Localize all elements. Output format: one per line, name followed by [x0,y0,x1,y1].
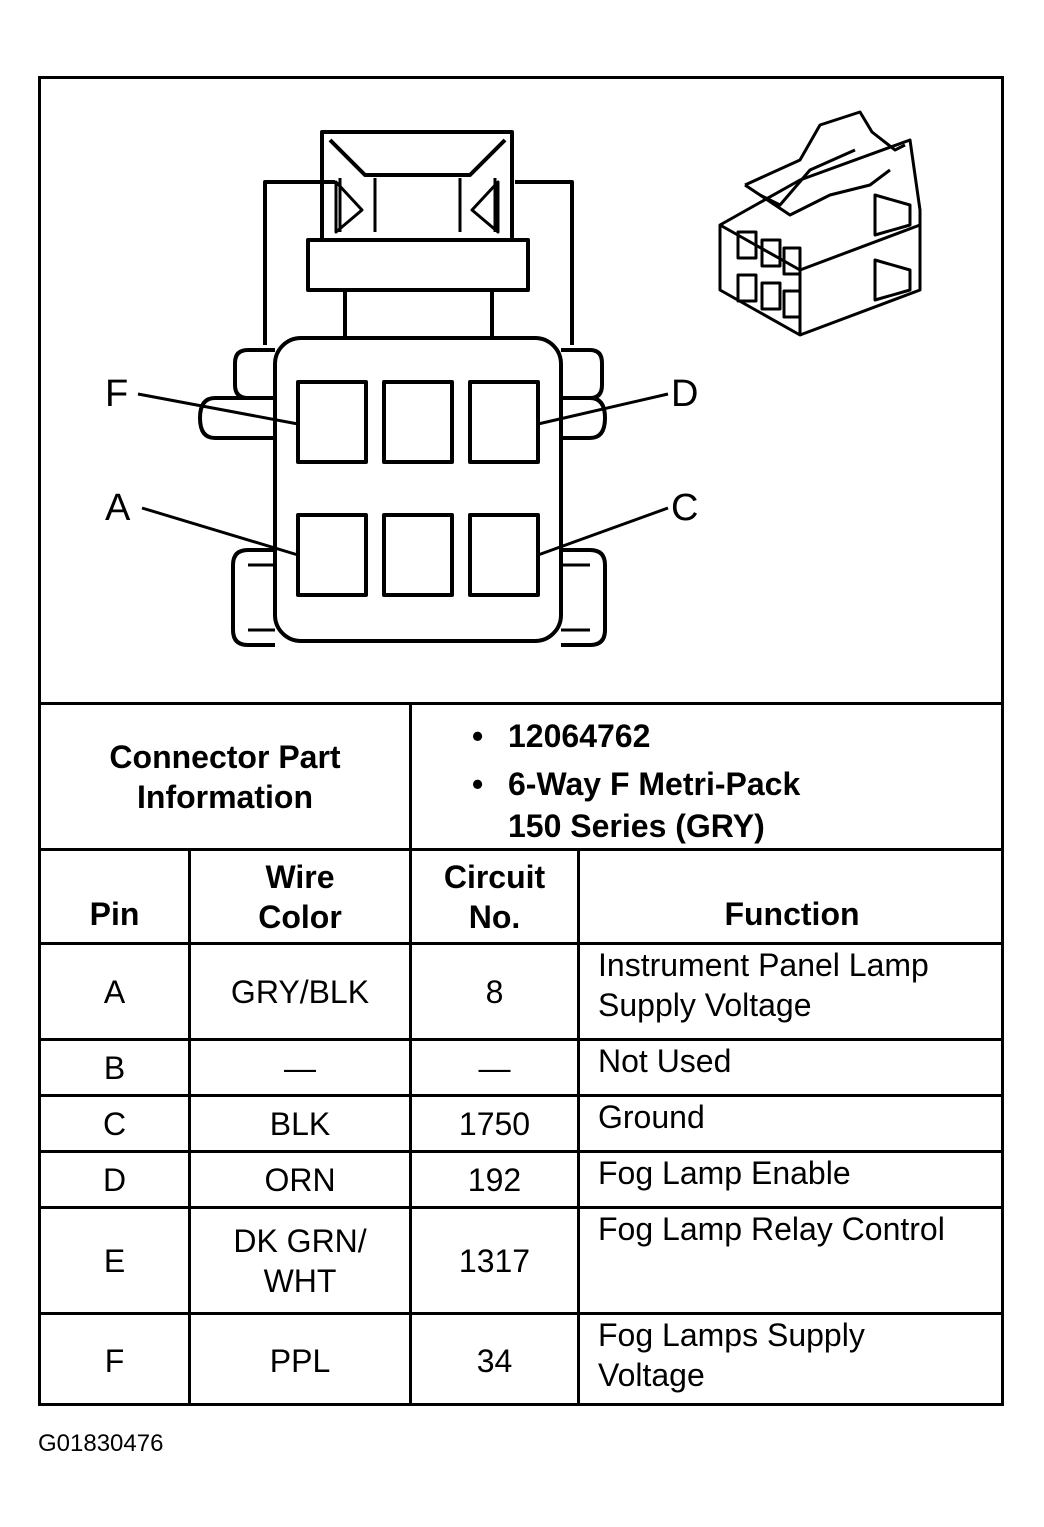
pin-cell: E [103,1242,126,1279]
circuit-cell: 34 [476,1342,513,1379]
pin-cell: D [102,1161,127,1198]
divider [38,848,1004,851]
part-info-label: Connector Part Information [109,738,341,815]
part-info-values: •12064762 •6-Way F Metri-Pack 150 Series… [472,715,800,847]
wire-color-cell: BLK [269,1105,331,1142]
pin-cell: C [102,1105,127,1142]
pin-cell: F [104,1342,125,1379]
connector-face-diagram: F D A C [105,110,922,647]
function-cell: Fog Lamp Enable [598,1155,851,1191]
divider [38,1312,1004,1315]
circuit-cell: — [478,1049,511,1086]
divider [38,1094,1004,1097]
wire-color-cell: GRY/BLK [230,973,370,1010]
wire-color-cell: PPL [269,1342,331,1379]
function-cell: Not Used [598,1043,732,1079]
pin-label-d: D [671,373,698,415]
divider [38,1150,1004,1153]
header-wire-color: Wire Color [258,858,342,935]
figure-id: G01830476 [38,1430,164,1457]
divider [38,1038,1004,1041]
header-circuit-no: Circuit No. [443,858,546,935]
header-pin: Pin [89,896,140,932]
part-description-line2: 150 Series (GRY) [508,808,765,844]
wire-color-cell: DK GRN/WHT [233,1222,367,1299]
part-description-line1: 6-Way F Metri-Pack [508,766,801,802]
connector-isometric-icon [718,110,922,337]
divider [577,848,580,1406]
divider [38,1206,1004,1209]
pin-label-a: A [105,487,131,529]
divider [38,702,1004,705]
circuit-cell: 1317 [458,1242,531,1279]
part-number: 12064762 [508,718,651,754]
wire-color-cell: — [284,1049,316,1086]
pin-cell: B [103,1049,126,1086]
diagram-frame [38,76,1004,1406]
divider [188,848,191,1406]
pin-label-f: F [105,373,128,415]
function-cell: Fog Lamp Relay Control [598,1211,945,1247]
pin-label-c: C [671,487,698,529]
divider [38,942,1004,945]
function-cell: Ground [598,1099,705,1135]
pin-cell: A [103,973,126,1010]
divider [409,702,412,1406]
circuit-cell: 1750 [458,1105,531,1142]
circuit-cell: 192 [467,1161,522,1198]
header-function: Function [724,896,860,932]
wire-color-cell: ORN [264,1161,336,1198]
circuit-cell: 8 [485,973,504,1010]
